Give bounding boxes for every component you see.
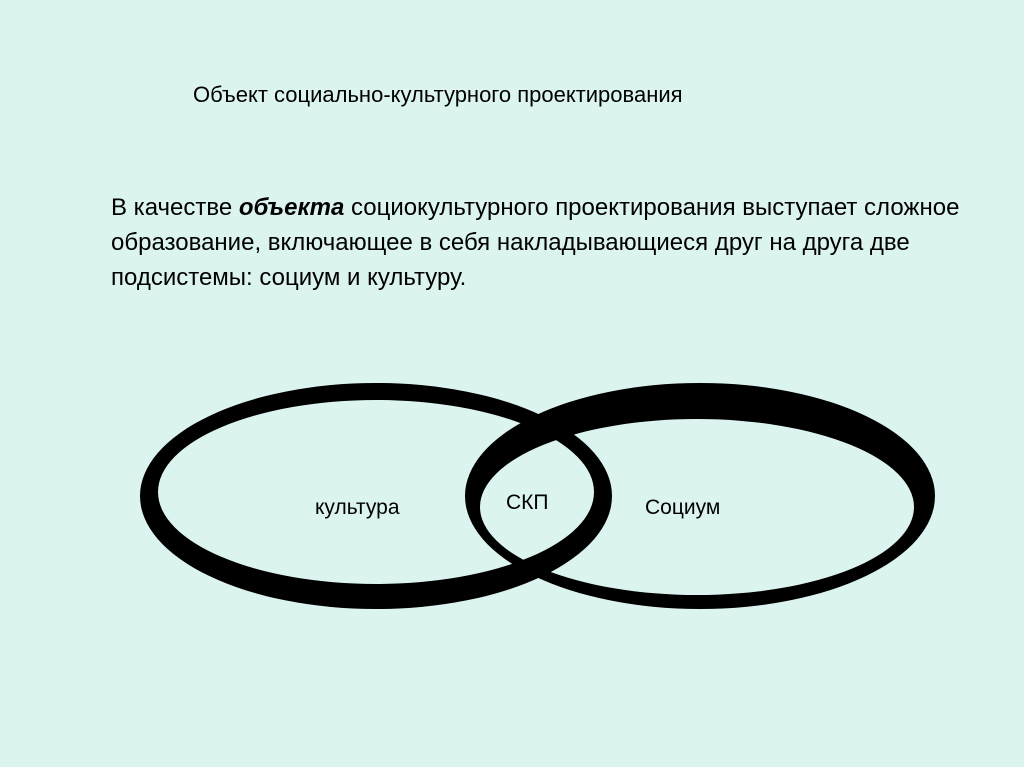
paragraph-text-after: социокультурного проектирования выступае…: [111, 194, 960, 291]
culture-label: культура: [315, 496, 400, 519]
paragraph-emphasis: объекта: [238, 194, 345, 221]
slide-title: Объект социально-культурного проектирова…: [193, 82, 683, 107]
society-label: Социум: [645, 496, 721, 519]
skp-intersection-label: СКП: [506, 491, 549, 514]
paragraph-text-before: В качестве: [111, 194, 239, 221]
slide-paragraph: В качестве объекта социокультурного прое…: [111, 190, 1021, 295]
